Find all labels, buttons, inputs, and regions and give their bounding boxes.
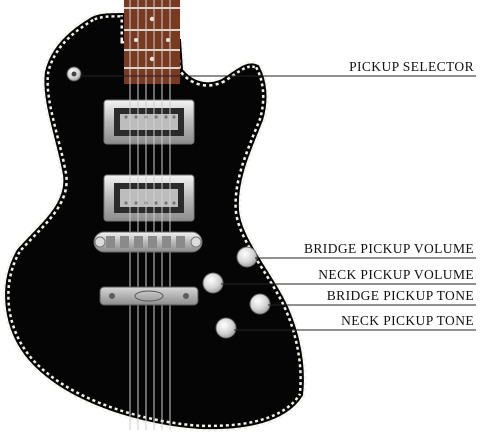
frets [124,7,180,69]
label-neck-pickup-tone: NECK PICKUP TONE [341,313,474,328]
bridge [93,231,203,253]
pickup-selector-switch [66,66,82,82]
label-neck-pickup-volume: NECK PICKUP VOLUME [318,267,474,282]
label-bridge-pickup-volume: BRIDGE PICKUP VOLUME [303,241,474,256]
fret-markers [134,16,170,62]
bridge-tone-knob [249,293,271,315]
neck-tone-knob [215,317,237,339]
bridge-volume-knob [236,246,258,268]
leader-lines [80,75,476,331]
neck-volume-knob [202,272,224,294]
fretboard [124,0,180,84]
strings [129,0,171,430]
neck-pickup [103,99,195,145]
tailpiece [99,286,199,306]
guitar-body-edge [5,12,304,430]
label-bridge-pickup-tone: BRIDGE PICKUP TONE [326,288,474,303]
bridge-pickup [103,174,195,222]
label-pickup-selector: PICKUP SELECTOR [349,59,474,74]
